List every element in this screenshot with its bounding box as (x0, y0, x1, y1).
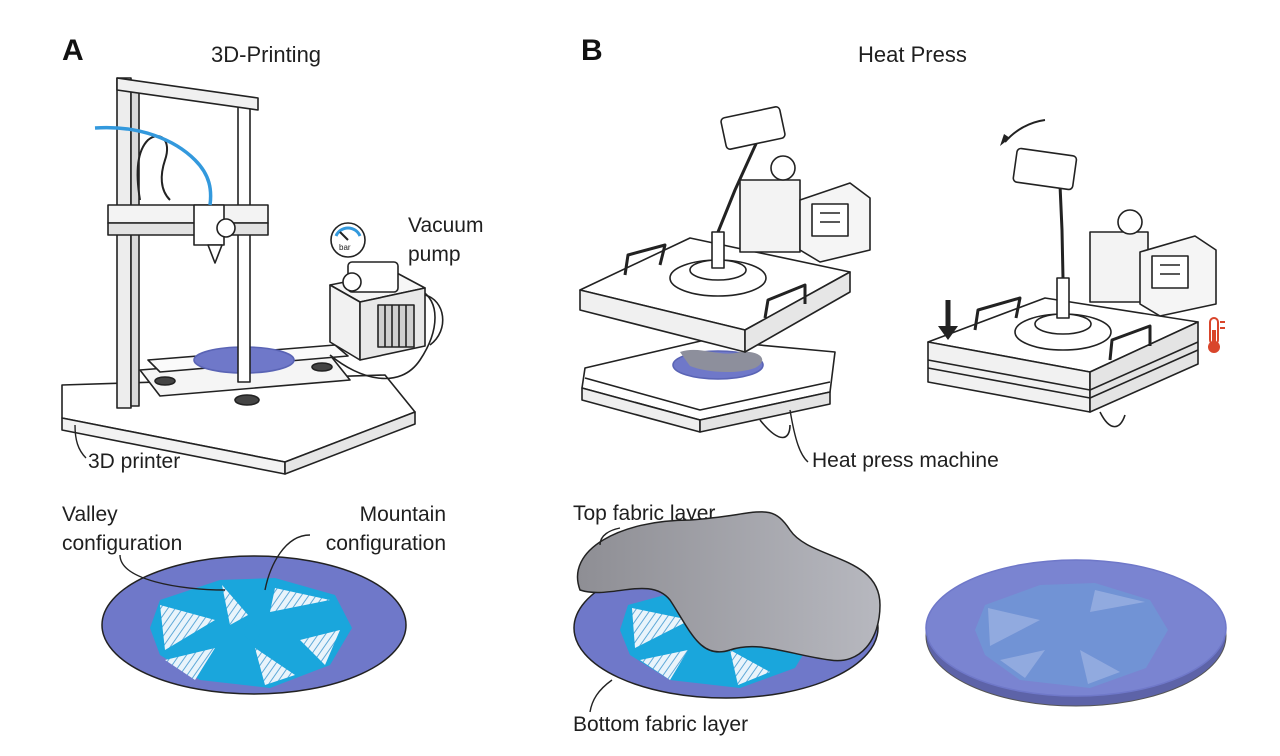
top-fabric-label: Top fabric layer (573, 502, 716, 525)
thermometer-icon (1208, 317, 1225, 353)
vacuum-pump-label-line2: pump (408, 243, 461, 266)
printer-label: 3D printer (88, 450, 181, 473)
mountain-config-label-line2: configuration (325, 532, 446, 555)
panel-a-letter: A (62, 34, 84, 67)
bottom-fabric-leader-line (589, 679, 613, 713)
top-fabric-layer (576, 511, 881, 662)
printer-bed-disc (193, 346, 295, 374)
pressure-gauge-icon (330, 222, 366, 258)
origami-disc-a (101, 555, 407, 695)
heat-press-machine-label: Heat press machine (812, 449, 999, 472)
mountain-config-label-line1: Mountain (359, 503, 446, 526)
rotate-arrowhead-icon (1000, 134, 1010, 146)
valley-leader-line (119, 554, 226, 591)
printer-leader-line (74, 424, 87, 459)
panel-b-letter: B (581, 34, 603, 67)
printer-illustration (61, 77, 436, 475)
valley-config-label-line2: configuration (62, 532, 183, 555)
heat-press-closed-illustration (927, 147, 1217, 428)
laminated-disc (925, 559, 1227, 707)
gauge-unit-text: bar (339, 243, 351, 252)
rotate-arrow-icon (1004, 119, 1046, 143)
bottom-fabric-label: Bottom fabric layer (573, 713, 749, 736)
valley-config-label-line1: Valley (62, 503, 118, 526)
vacuum-pump-label-line1: Vacuum (408, 214, 484, 237)
heat-press-leader-line (789, 409, 809, 463)
panel-a-title: 3D-Printing (211, 42, 322, 67)
panel-b-title: Heat Press (858, 42, 967, 67)
origami-disc-with-fabric (573, 511, 881, 699)
heat-press-open-illustration (579, 106, 871, 439)
filament-tube (94, 125, 213, 206)
top-fabric-leader-line (599, 527, 621, 546)
